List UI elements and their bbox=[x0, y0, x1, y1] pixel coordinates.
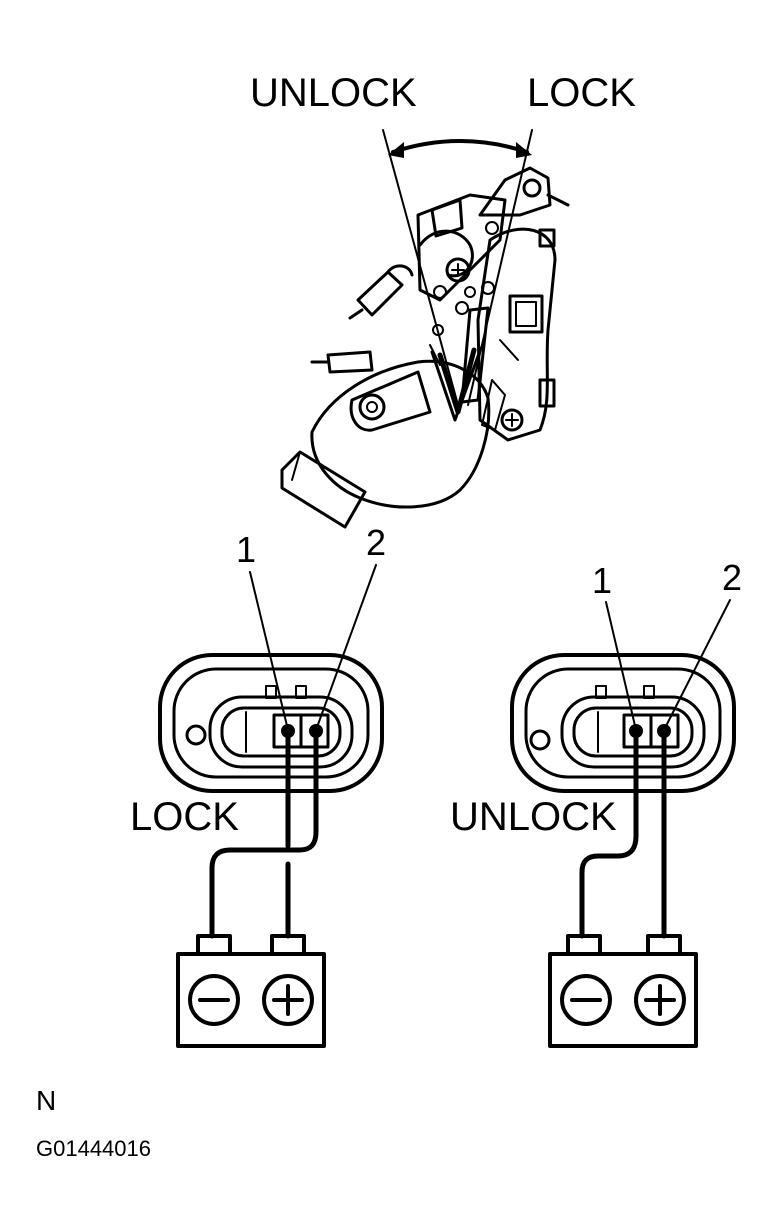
connector-unlock-group: 1 2 UNLOCK bbox=[450, 557, 742, 1048]
figure-code: G01444016 bbox=[36, 1136, 151, 1161]
connector-lock-housing bbox=[158, 653, 384, 793]
battery-unlock-positive-icon bbox=[644, 984, 676, 1016]
lock-direction-arrow bbox=[388, 139, 532, 158]
connector-lock-pin1-label: 1 bbox=[236, 529, 256, 570]
battery-lock bbox=[176, 934, 326, 1048]
connector-lock-pin2-label: 2 bbox=[366, 522, 386, 563]
top-lock-label: LOCK bbox=[527, 71, 636, 115]
top-unlock-label: UNLOCK bbox=[250, 71, 417, 115]
connector-unlock-housing bbox=[510, 653, 736, 793]
connector-unlock-pin2-label: 2 bbox=[722, 557, 742, 598]
connector-unlock-mode-label: UNLOCK bbox=[450, 795, 617, 839]
connector-lock-wires bbox=[209, 728, 319, 939]
connector-lock-group: 1 2 LOCK bbox=[130, 522, 386, 1048]
battery-unlock bbox=[548, 934, 698, 1048]
door-lock-assembly bbox=[280, 166, 570, 529]
footer-marker: N bbox=[36, 1085, 56, 1116]
battery-lock-positive-icon bbox=[272, 984, 304, 1016]
connector-unlock-wires bbox=[579, 728, 667, 939]
connector-lock-mode-label: LOCK bbox=[130, 795, 239, 839]
connector-unlock-pin1-label: 1 bbox=[592, 560, 612, 601]
